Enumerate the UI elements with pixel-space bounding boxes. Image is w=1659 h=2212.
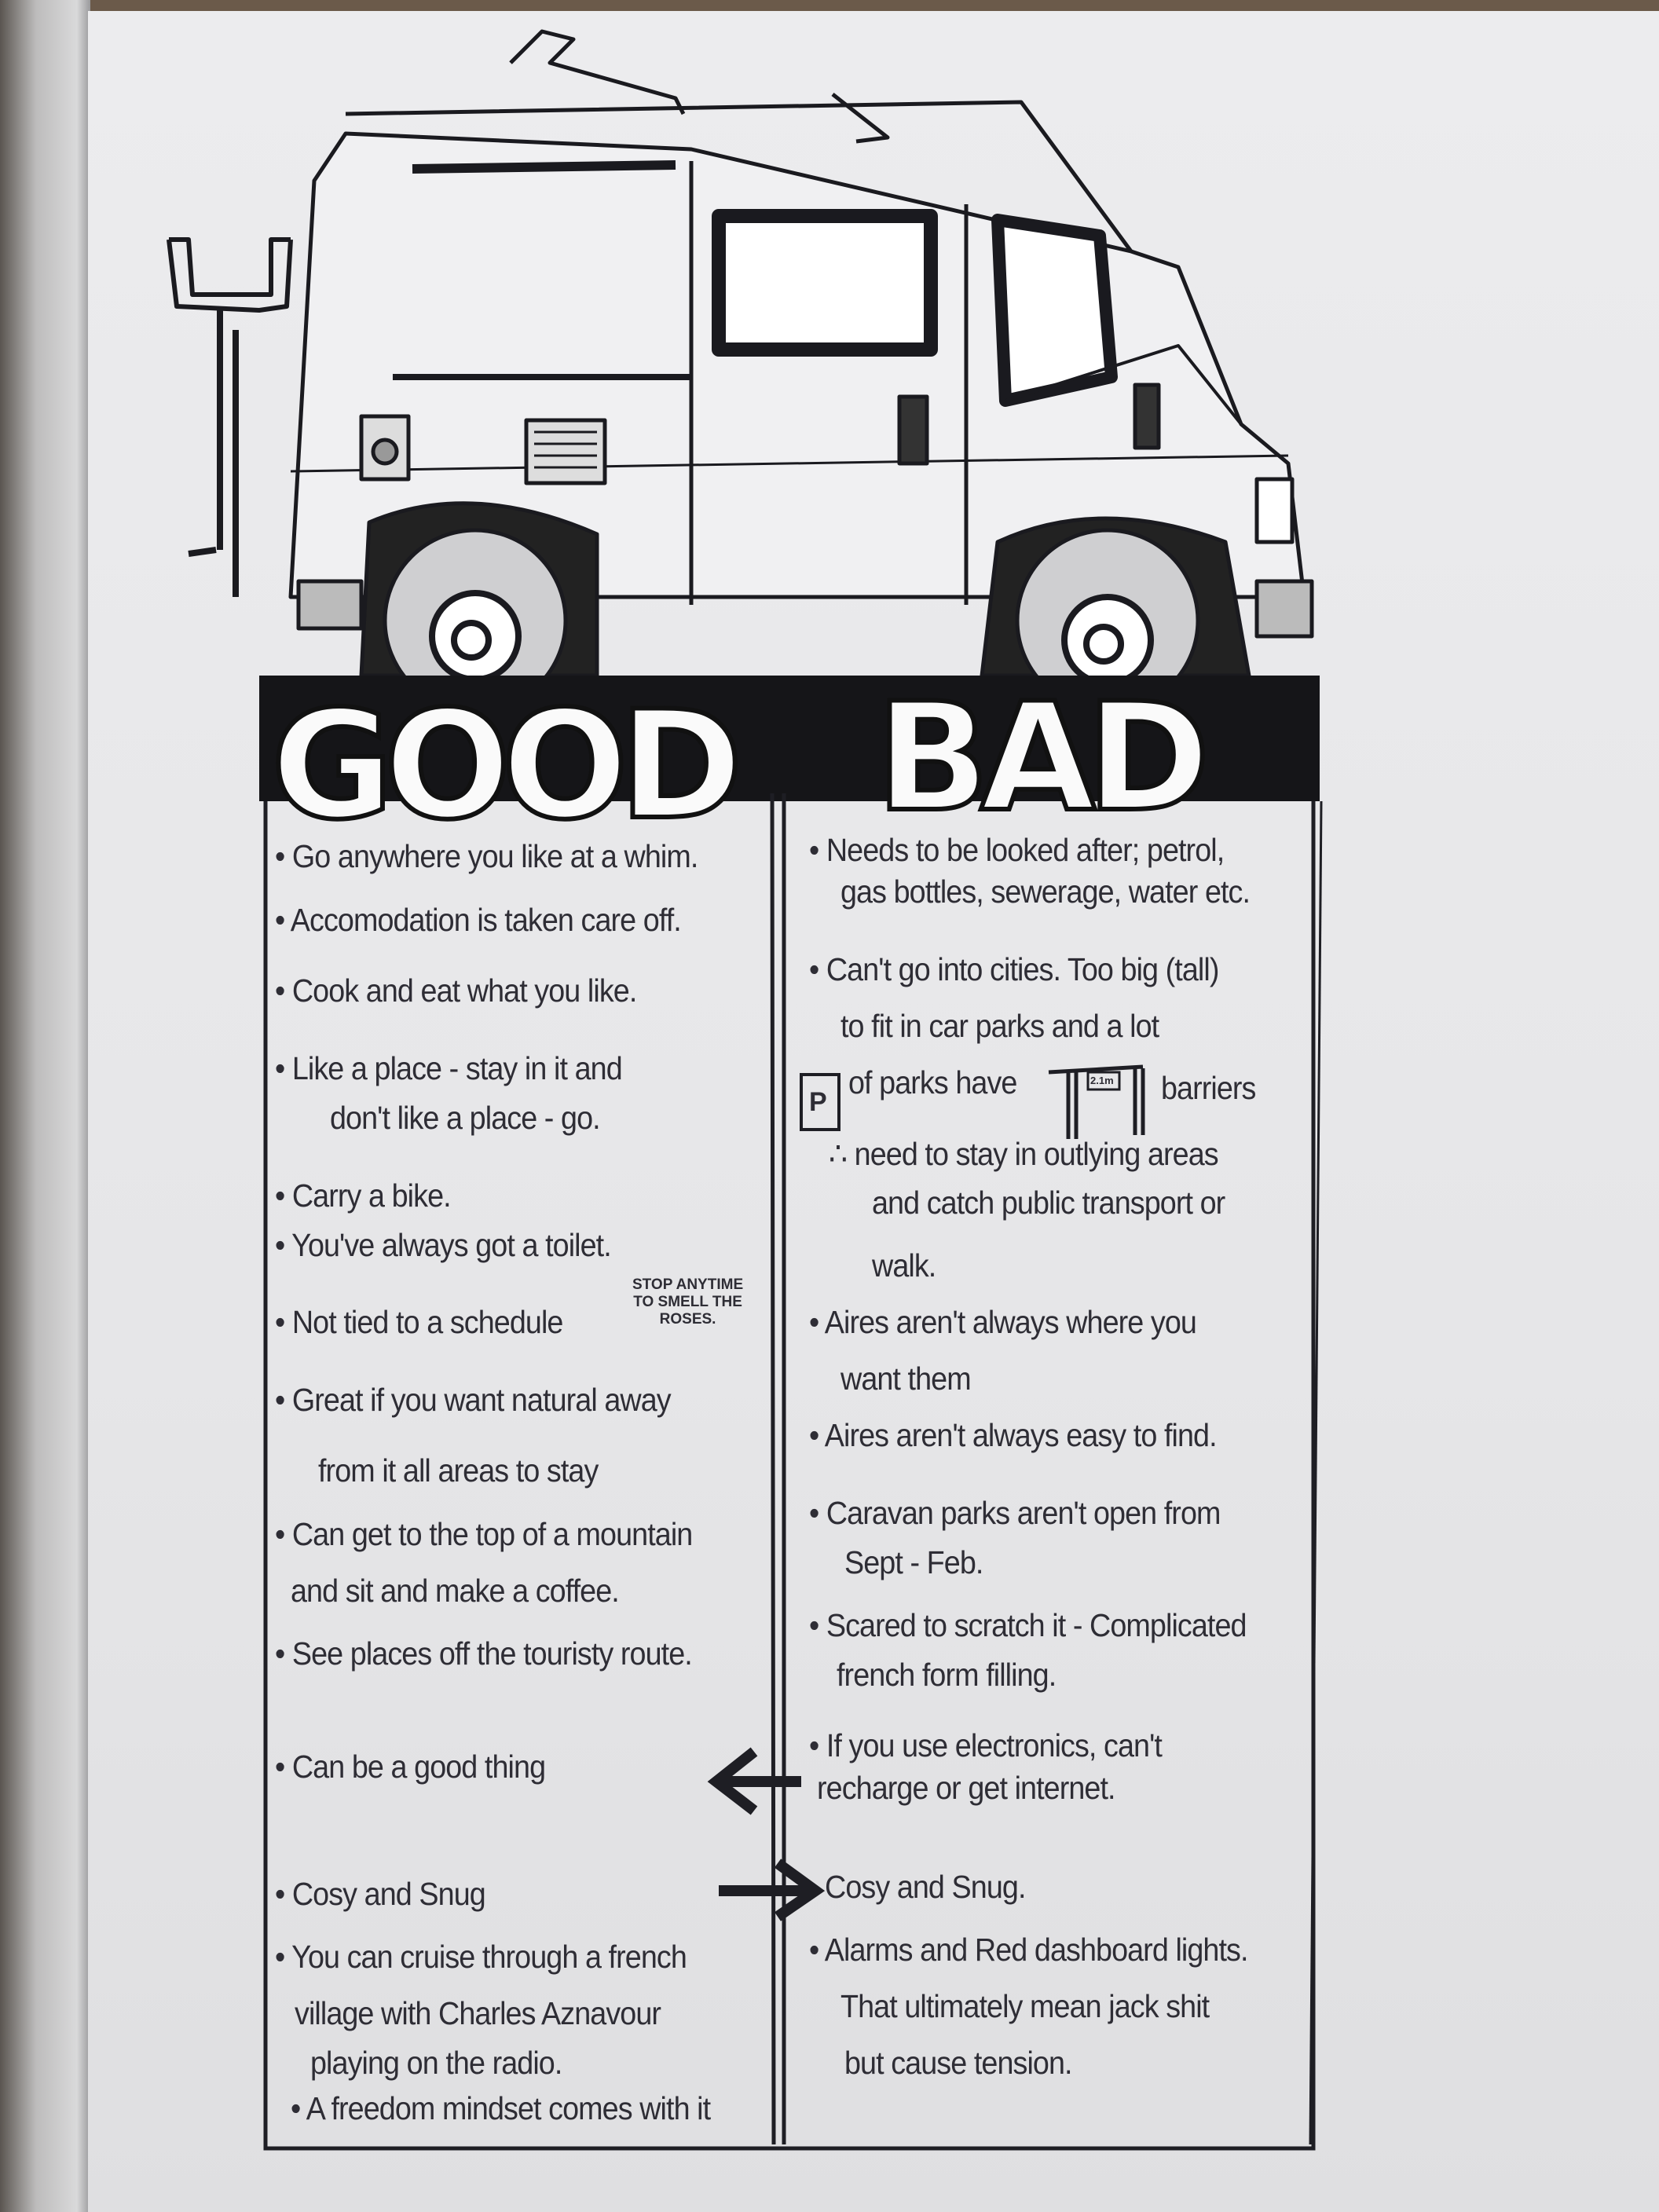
bad-item-line: • Aires aren't always easy to find. [809,1417,1218,1453]
bad-item-line: to fit in car parks and a lot [840,1008,1159,1044]
side-note-stop-anytime: STOP ANYTIME TO SMELL THE ROSES. [632,1276,743,1328]
bad-item-line: and catch public transport or [872,1185,1225,1221]
vent [524,418,607,485]
good-item-line: • Like a place - stay in it and [275,1050,623,1086]
table-border [263,801,1316,2151]
good-item-line: • Carry a bike. [275,1177,452,1214]
bad-item-line: That ultimately mean jack shit [840,1988,1210,2024]
side-note-line: TO SMELL THE [633,1294,742,1310]
bad-item-line: recharge or get internet. [817,1770,1116,1806]
good-item-line: • Go anywhere you like at a whim. [275,838,698,874]
bad-heading: BAD [873,671,1213,844]
bad-item-line: ∴ need to stay in outlying areas [829,1136,1219,1172]
good-item-line: • Accomodation is taken care off. [275,902,682,938]
barrier-height-label: 2.1m [1090,1075,1114,1086]
bad-item-line: • Scared to scratch it - Complicated [809,1607,1247,1643]
bad-item-line: but cause tension. [844,2045,1073,2081]
good-item-line: • See places off the touristy route. [275,1635,693,1672]
arrow-left-icon [707,1747,801,1815]
column-divider [770,793,786,2145]
bad-item-line: Sept - Feb. [844,1544,983,1580]
roof-rack [509,29,686,115]
good-item-line: • Not tied to a schedule [275,1304,563,1340]
side-note-line: STOP ANYTIME [632,1276,744,1293]
good-item-line: • A freedom mindset comes with it [291,2090,711,2126]
bad-item-line: • Can't go into cities. Too big (tall) [809,951,1219,987]
parking-sign-letter: P [809,1087,827,1117]
height-barrier-icon [1048,1064,1145,1139]
good-item-line: • You've always got a toilet. [275,1227,612,1263]
good-item-line: from it all areas to stay [318,1452,599,1489]
heading-band [259,676,1320,801]
bike-rack [167,237,293,313]
good-item-line: and sit and make a coffee. [291,1573,620,1609]
bad-item-line: • If you use electronics, can't [809,1727,1163,1763]
front-window [991,214,1118,407]
bad-item-line: • Caravan parks aren't open from [809,1495,1221,1531]
bad-item-line: of parks have [848,1064,1017,1101]
good-item-line: • Can be a good thing [275,1749,546,1785]
left-page-edge [0,0,90,2212]
good-item-line: playing on the radio. [310,2045,562,2081]
bad-item-line: • Aires aren't always where you [809,1304,1197,1340]
bad-item-line: Cosy and Snug. [825,1869,1026,1905]
good-item-line: don't like a place - go. [330,1100,601,1136]
good-item-line: village with Charles Aznavour [295,1995,661,2031]
good-item-line: • You can cruise through a french [275,1939,687,1975]
good-item-line: • Can get to the top of a mountain [275,1516,693,1552]
good-heading: GOOD [269,679,745,852]
arrow-right-icon [719,1859,826,1921]
bad-item-line: walk. [872,1247,936,1284]
barriers-label: barriers [1161,1070,1256,1106]
side-window [712,209,938,357]
parking-sign-icon [800,1073,840,1131]
bad-item-line: • Needs to be looked after; petrol, [809,832,1225,868]
bad-item-line: gas bottles, sewerage, water etc. [840,873,1251,910]
bad-item-line: want them [840,1361,972,1397]
good-item-line: • Cosy and Snug [275,1876,486,1912]
bad-item-line: french form filling. [837,1657,1057,1693]
bad-item-line: • Alarms and Red dashboard lights. [809,1932,1248,1968]
good-item-line: • Cook and eat what you like. [275,972,637,1009]
side-note-line: ROSES. [659,1311,716,1328]
good-item-line: • Great if you want natural away [275,1382,672,1418]
